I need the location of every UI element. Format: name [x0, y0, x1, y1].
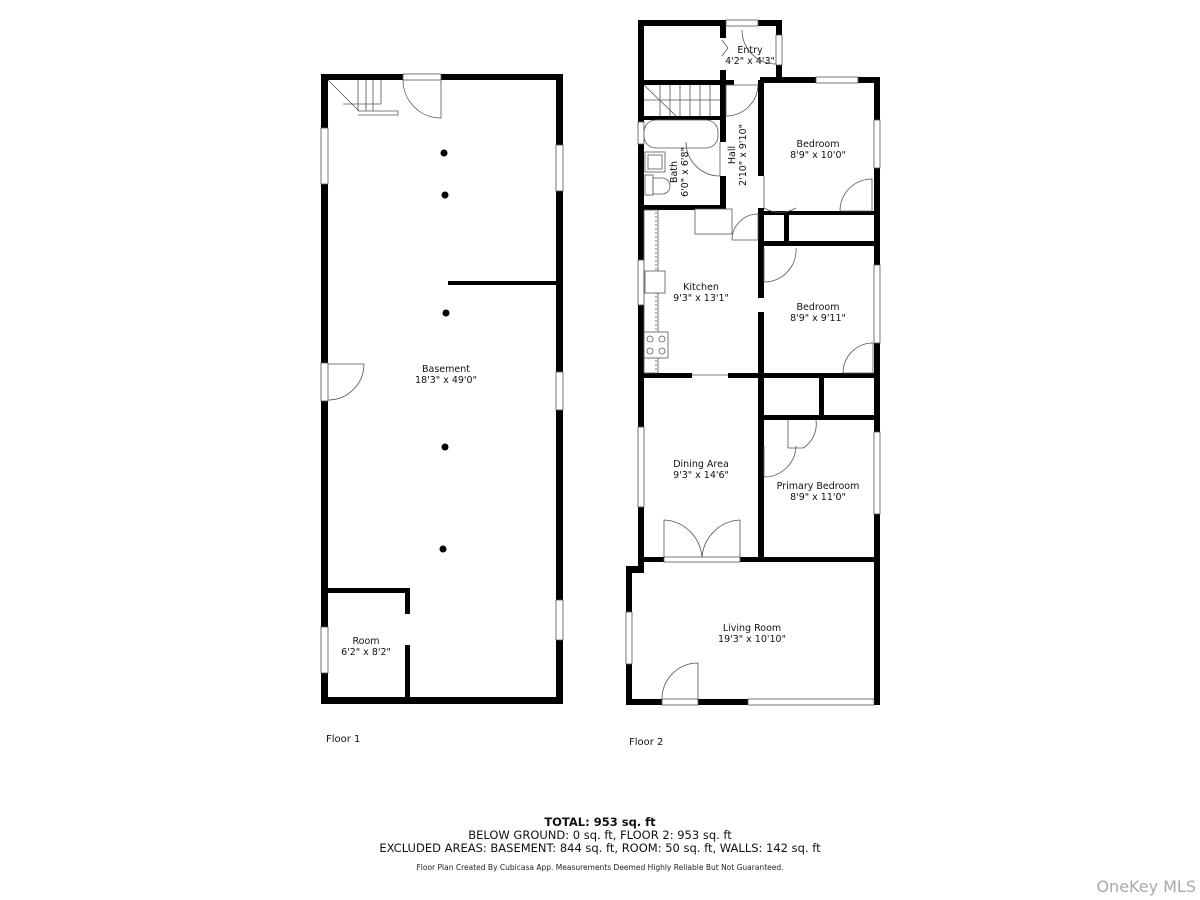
- room-name: Bath: [669, 160, 680, 184]
- room-size: 6'2" x 8'2": [341, 647, 391, 658]
- floor-1-plan: [321, 74, 563, 704]
- room-name: Basement: [422, 364, 470, 375]
- below-ground-area: BELOW GROUND: 0 sq. ft, FLOOR 2: 953 sq.…: [468, 828, 732, 842]
- room-name: Bedroom: [796, 302, 840, 313]
- room-size: 9'3" x 14'6": [673, 470, 729, 481]
- excluded-areas: EXCLUDED AREAS: BASEMENT: 844 sq. ft, RO…: [379, 841, 821, 855]
- floor-2-label: Floor 2: [629, 737, 664, 748]
- room-size: 8'9" x 11'0": [790, 492, 846, 503]
- watermark: OneKey MLS: [1096, 877, 1196, 896]
- room-size: 18'3" x 49'0": [415, 375, 477, 386]
- room-size: 8'9" x 10'0": [790, 150, 846, 161]
- room-label-living-room: Living Room 19'3" x 10'10": [718, 623, 786, 645]
- disclaimer: Floor Plan Created By Cubicasa App. Meas…: [416, 863, 784, 872]
- room-label-bedroom-1: Bedroom 8'9" x 10'0": [790, 139, 846, 161]
- room-name: Kitchen: [683, 282, 719, 293]
- room-size: 2'10" x 9'10": [738, 124, 749, 186]
- room-name: Primary Bedroom: [776, 481, 860, 492]
- room-name: Living Room: [722, 623, 782, 634]
- floor-2-fixtures: [625, 19, 881, 706]
- room-label-primary-bedroom: Primary Bedroom 8'9" x 11'0": [777, 481, 860, 503]
- room-label-dining-area: Dining Area 9'3" x 14'6": [673, 459, 729, 481]
- room-size: 8'9" x 9'11": [790, 313, 846, 324]
- room-label-room: Room 6'2" x 8'2": [341, 636, 391, 658]
- floor-1-fixtures: [320, 73, 564, 674]
- room-name: Room: [352, 636, 380, 647]
- room-label-kitchen: Kitchen 9'3" x 13'1": [673, 282, 729, 304]
- room-name: Entry: [737, 45, 763, 56]
- room-size: 4'2" x 4'3": [725, 56, 775, 67]
- room-label-bedroom-2: Bedroom 8'9" x 9'11": [790, 302, 846, 324]
- total-area: TOTAL: 953 sq. ft: [544, 815, 656, 829]
- room-name: Hall: [727, 145, 738, 165]
- room-label-bath: Bath 6'0" x 6'8": [669, 147, 691, 197]
- room-size: 9'3" x 13'1": [673, 293, 729, 304]
- room-label-entry: Entry 4'2" x 4'3": [725, 45, 775, 67]
- room-label-hall: Hall 2'10" x 9'10": [727, 124, 749, 186]
- room-label-basement: Basement 18'3" x 49'0": [415, 364, 477, 386]
- floor-1-label: Floor 1: [326, 734, 361, 745]
- room-name: Bedroom: [796, 139, 840, 150]
- room-name: Dining Area: [673, 459, 729, 470]
- room-size: 19'3" x 10'10": [718, 634, 786, 645]
- room-size: 6'0" x 6'8": [680, 147, 691, 197]
- area-summary: TOTAL: 953 sq. ft BELOW GROUND: 0 sq. ft…: [0, 815, 1200, 873]
